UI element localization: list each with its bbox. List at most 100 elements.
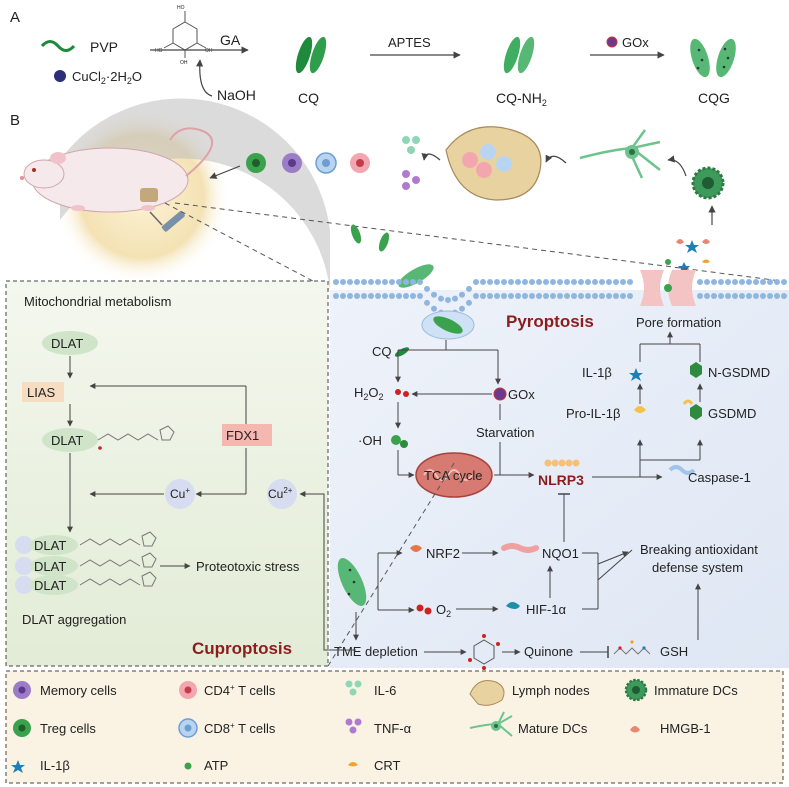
proteotoxic-stress-label: Proteotoxic stress — [196, 559, 300, 574]
membrane-lipid — [753, 293, 759, 299]
membrane-lipid — [347, 279, 353, 285]
zoom-line — [164, 202, 331, 291]
membrane-lipid — [410, 279, 416, 285]
caspase-1-label: Caspase-1 — [688, 470, 751, 485]
membrane-lipid — [417, 279, 423, 285]
membrane-lipid — [333, 279, 339, 285]
legend-crt-icon — [348, 762, 358, 767]
membrane-lipid — [592, 279, 598, 285]
gsh-structure-icon — [613, 640, 651, 655]
dlat-aggregation-label: DLAT aggregation — [22, 612, 126, 627]
legend-lymph-node-icon — [469, 680, 505, 706]
membrane-lipid — [543, 293, 549, 299]
membrane-lipid — [361, 293, 367, 299]
legend-hmgb1-icon — [630, 726, 640, 733]
legend-atp-label: ATP — [204, 758, 228, 773]
membrane-lipid — [403, 279, 409, 285]
cu-plus-node — [165, 479, 195, 509]
membrane-lipid — [781, 293, 787, 299]
legend-box — [5, 670, 784, 784]
membrane-lipid — [746, 293, 752, 299]
oh-radical-label: ·OH — [358, 433, 382, 448]
dlat-lipoylated-node — [42, 428, 98, 452]
membrane-lipid — [578, 293, 584, 299]
hif-1a-icon — [506, 602, 520, 609]
cq-nh2-particle-icon — [503, 36, 535, 74]
membrane-lipid — [347, 293, 353, 299]
membrane-lipid — [431, 305, 437, 312]
ga-label: GA — [220, 32, 241, 48]
membrane-lipid — [774, 279, 780, 285]
yin-yang-icon — [60, 98, 330, 290]
membrane-lipid — [473, 279, 479, 285]
membrane-lipid — [725, 293, 731, 299]
starvation-label: Starvation — [476, 425, 535, 440]
gox-cell-icon — [493, 387, 507, 401]
dlat-aggregate-icon — [15, 531, 157, 595]
legend-cd4-label: CD4+ T cells — [204, 683, 276, 698]
legend-atp-icon — [184, 762, 192, 770]
membrane-lipid — [340, 293, 346, 299]
membrane-lipid — [494, 293, 500, 299]
mitochondrion-icon — [415, 452, 493, 498]
membrane-lipid — [340, 279, 346, 285]
membrane-lipid — [375, 293, 381, 299]
membrane-lipid — [704, 293, 710, 299]
tca-cycle-label: TCA cycle — [424, 468, 483, 483]
pvp-label: PVP — [90, 39, 118, 55]
membrane-lipid — [627, 293, 633, 299]
membrane-lipid — [767, 293, 773, 299]
membrane-lipid — [431, 291, 437, 298]
h2o2-molecule-icon — [395, 389, 409, 397]
cu2-plus-label: Cu2+ — [268, 486, 293, 501]
membrane-lipid — [487, 293, 493, 299]
ga-hydroxyl-text: OH — [180, 60, 188, 66]
membrane-lipid — [550, 293, 556, 299]
aptes-label: APTES — [388, 35, 431, 50]
nlrp3-label: NLRP3 — [538, 472, 584, 488]
membrane-lipid — [725, 279, 731, 285]
membrane-lipid — [459, 305, 465, 312]
membrane-lipid — [606, 293, 612, 299]
membrane-lipid — [781, 279, 787, 285]
membrane-lipid — [627, 279, 633, 285]
pore-formation-label: Pore formation — [636, 315, 721, 330]
to-mouse-arrow — [209, 165, 241, 179]
membrane-lipid — [613, 279, 619, 285]
membrane-lipid — [739, 293, 745, 299]
fdx1-label: FDX1 — [226, 428, 259, 443]
legend-tnf-label: TNF-α — [374, 721, 412, 736]
gox-cell-label: GOx — [508, 387, 535, 402]
membrane-lipid — [557, 293, 563, 299]
defense-system-label: defense system — [652, 560, 743, 575]
membrane-lipid — [557, 279, 563, 285]
legend-cd8-label: CD8+ T cells — [204, 721, 276, 736]
membrane-lipid — [732, 293, 738, 299]
membrane-lipid — [767, 279, 773, 285]
membrane-lipid — [459, 291, 465, 298]
membrane-lipid — [711, 293, 717, 299]
membrane-lipid — [536, 293, 542, 299]
panel-a-label: A — [10, 9, 20, 26]
gallic-acid-structure-icon — [163, 11, 207, 58]
cq-particle-icon — [295, 36, 327, 74]
damp-icons — [665, 239, 710, 273]
pro-il1b-icon — [634, 406, 646, 413]
dlat-top-label: DLAT — [51, 336, 83, 351]
lias-label: LIAS — [27, 385, 56, 400]
membrane-lipid — [501, 293, 507, 299]
n-gsdmd-icon — [690, 362, 702, 378]
membrane-lipid — [487, 279, 493, 285]
to-lymph-node-arrow — [545, 154, 567, 164]
membrane-lipid — [368, 279, 374, 285]
legend-treg-label: Treg cells — [40, 721, 96, 736]
cu-plus-label: Cu+ — [170, 486, 190, 501]
membrane-lipid — [354, 279, 360, 285]
membrane-lipid — [550, 279, 556, 285]
membrane-lipid — [466, 285, 472, 292]
membrane-lipid — [522, 293, 528, 299]
membrane-lipid — [732, 279, 738, 285]
membrane-lipid — [571, 279, 577, 285]
membrane-lipid — [473, 293, 479, 299]
